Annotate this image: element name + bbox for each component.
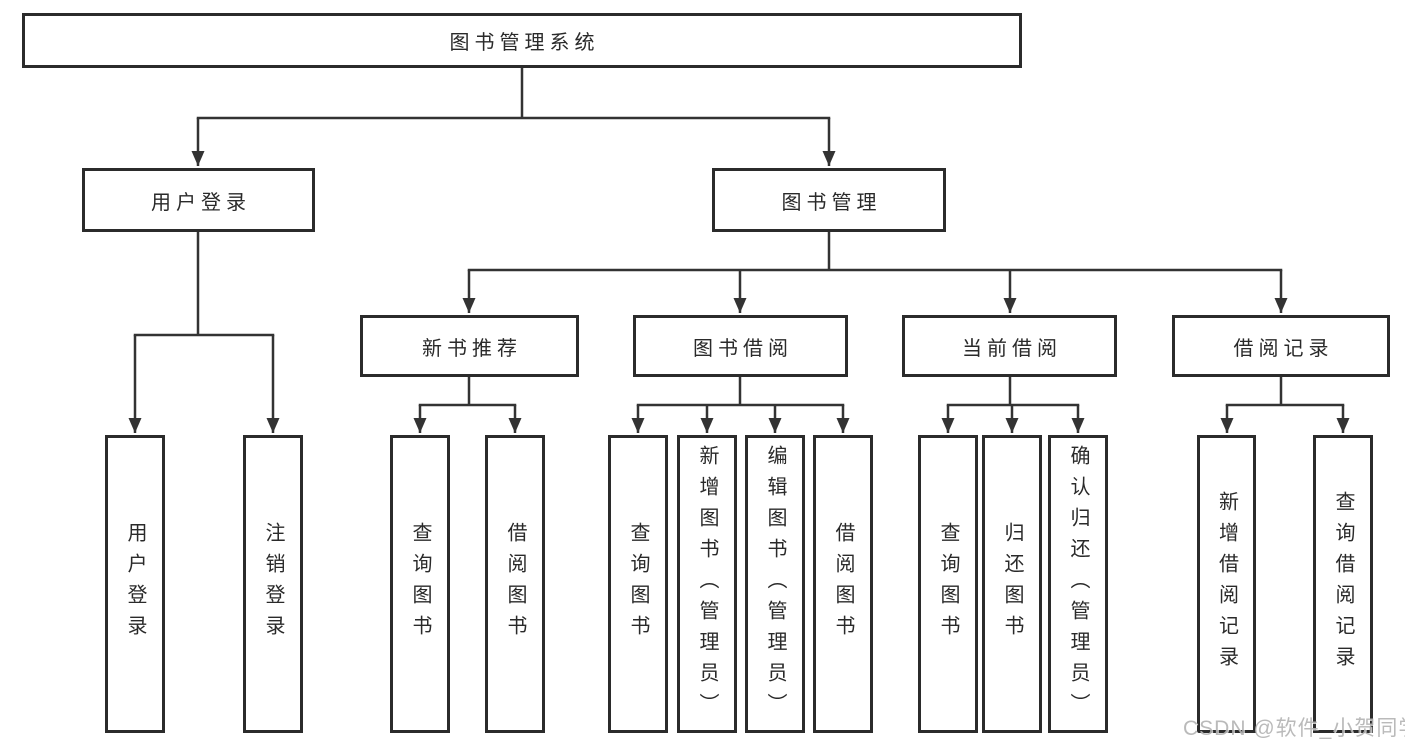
node-current-query-books: 查询图书: [918, 435, 978, 733]
node-label: 确认归还（管理员）: [1067, 444, 1089, 724]
node-newrec-query-books: 查询图书: [390, 435, 450, 733]
node-records-query-record: 查询借阅记录: [1313, 435, 1373, 733]
node-newrec-borrow-books: 借阅图书: [485, 435, 545, 733]
node-label: 查询借阅记录: [1332, 491, 1354, 677]
node-label: 编辑图书（管理员）: [764, 444, 786, 724]
node-book-borrowing: 图书借阅: [633, 315, 848, 377]
node-label: 查询图书: [937, 522, 959, 646]
node-label: 新书推荐: [422, 337, 522, 360]
node-user-login-action: 用户登录: [105, 435, 165, 733]
node-borrow-query-books: 查询图书: [608, 435, 668, 733]
node-label: 新增图书（管理员）: [696, 444, 718, 724]
node-label: 图书管理: [781, 191, 882, 214]
node-label: 当前借阅: [962, 337, 1062, 360]
node-records-add-record: 新增借阅记录: [1197, 435, 1256, 733]
node-label: 用户登录: [151, 191, 251, 214]
node-label: 新增借阅记录: [1215, 491, 1238, 677]
node-label: 注销登录: [262, 522, 284, 646]
connector-rails: [133, 66, 1345, 407]
node-label: 查询图书: [409, 522, 431, 646]
node-label: 用户登录: [124, 522, 146, 646]
node-logout: 注销登录: [243, 435, 303, 733]
node-borrow-edit-books-admin: 编辑图书（管理员）: [745, 435, 805, 733]
node-user-login: 用户登录: [82, 168, 315, 232]
watermark: CSDN @软件_小贺同学: [1183, 717, 1405, 740]
node-label: 查询图书: [627, 522, 649, 646]
node-label: 图书管理系统: [449, 32, 600, 54]
node-new-book-recommendation: 新书推荐: [360, 315, 579, 377]
node-label: 借阅记录: [1233, 337, 1334, 360]
node-label: 归还图书: [1001, 522, 1023, 646]
node-current-return-books: 归还图书: [982, 435, 1042, 733]
node-borrow-add-books-admin: 新增图书（管理员）: [677, 435, 737, 733]
node-label: 图书借阅: [693, 337, 793, 360]
node-label: 借阅图书: [832, 522, 854, 646]
node-borrow-borrow-books: 借阅图书: [813, 435, 873, 733]
node-label: 借阅图书: [504, 522, 526, 646]
node-current-confirm-return-admin: 确认归还（管理员）: [1048, 435, 1108, 733]
node-book-management: 图书管理: [712, 168, 946, 232]
connector-arrows: [128, 118, 1350, 433]
node-borrowing-records: 借阅记录: [1172, 315, 1390, 377]
node-book-management-system: 图书管理系统: [22, 13, 1022, 68]
node-current-borrowing: 当前借阅: [902, 315, 1117, 377]
